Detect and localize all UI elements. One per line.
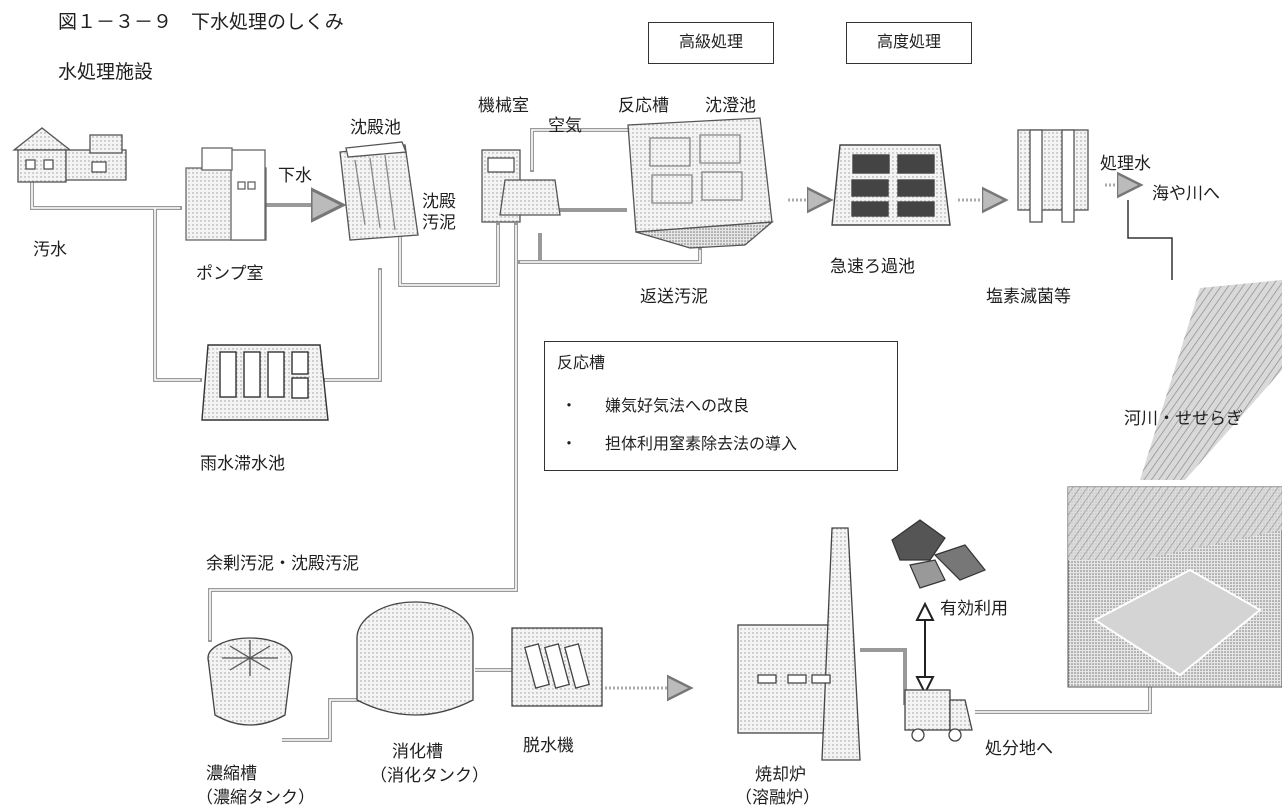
label-digester-sub: （消化タンク） bbox=[370, 766, 489, 786]
flow-house-pump bbox=[30, 178, 182, 210]
label-digester: 消化槽 bbox=[392, 742, 443, 762]
label-pump-room: ポンプ室 bbox=[196, 264, 264, 284]
flow-to-river bbox=[1127, 200, 1173, 280]
machine-room-illustration bbox=[481, 149, 561, 223]
settling-pond-illustration bbox=[339, 141, 419, 241]
label-river: 河川・せせらぎ bbox=[1124, 409, 1243, 429]
truck-illustration bbox=[904, 689, 973, 742]
label-wastewater: 汚水 bbox=[33, 240, 67, 260]
dewatering-illustration bbox=[511, 627, 603, 707]
label-incinerator: 焼却炉 bbox=[755, 765, 806, 785]
label-sewage: 下水 bbox=[278, 166, 312, 186]
pump-room-illustration bbox=[185, 147, 267, 241]
reaction-tank-illustration bbox=[627, 117, 774, 249]
label-treated-water: 処理水 bbox=[1100, 154, 1151, 174]
digester-illustration bbox=[356, 601, 474, 716]
slag-illustration bbox=[891, 519, 986, 589]
rapid-filter-illustration bbox=[831, 144, 951, 226]
figure-title: 図１－３－９ 下水処理のしくみ bbox=[58, 11, 344, 33]
reaction-tank-info-box: 反応槽 ・ 嫌気好気法への改良 ・ 担体利用窒素除去法の導入 bbox=[544, 341, 898, 471]
river-illustration bbox=[1140, 280, 1282, 480]
chlorination-illustration bbox=[1017, 129, 1089, 223]
info-box-item-1: 嫌気好気法への改良 bbox=[605, 396, 750, 415]
info-box-item-2: 担体利用窒素除去法の導入 bbox=[605, 434, 798, 453]
label-reaction-tank: 反応槽 bbox=[618, 96, 669, 116]
label-settling-pond: 沈殿池 bbox=[350, 118, 401, 138]
label-rapid-filter: 急速ろ過池 bbox=[830, 257, 915, 277]
label-machine-room: 機械室 bbox=[478, 96, 529, 116]
label-to-disposal: 処分地へ bbox=[985, 739, 1053, 759]
label-thickener-sub: （濃縮タンク） bbox=[196, 788, 315, 808]
label-chlorination: 塩素滅菌等 bbox=[986, 287, 1071, 307]
rain-pond-illustration bbox=[201, 344, 329, 421]
incinerator-illustration bbox=[737, 527, 861, 761]
stage-label-advanced: 高級処理 bbox=[648, 22, 774, 64]
flow-excess-sludge bbox=[208, 223, 518, 642]
info-box-title: 反応槽 bbox=[557, 353, 606, 372]
stage-label-tertiary: 高度処理 bbox=[846, 22, 972, 64]
label-effective-use: 有効利用 bbox=[940, 599, 1008, 619]
label-settled-sludge: 沈殿 汚泥 bbox=[422, 192, 456, 234]
flow-rain-to-settling bbox=[323, 268, 382, 382]
label-rain-pond: 雨水滞水池 bbox=[200, 454, 285, 474]
label-to-sea-river: 海や川へ bbox=[1152, 184, 1220, 204]
houses-illustration bbox=[12, 127, 127, 183]
section-title: 水処理施設 bbox=[58, 61, 154, 83]
label-excess-sludge: 余剰汚泥・沈殿汚泥 bbox=[206, 554, 359, 574]
thickener-illustration bbox=[207, 637, 293, 726]
label-thickener: 濃縮槽 bbox=[206, 764, 257, 784]
label-air: 空気 bbox=[548, 116, 582, 136]
label-return-sludge: 返送汚泥 bbox=[640, 287, 708, 307]
info-box-bullet-2: ・ bbox=[561, 434, 578, 453]
info-box-bullet-1: ・ bbox=[561, 396, 578, 415]
flow-return-sludge bbox=[518, 248, 702, 264]
label-incinerator-sub: （溶融炉） bbox=[735, 788, 820, 808]
label-dewatering: 脱水機 bbox=[523, 736, 574, 756]
label-clarifier: 沈澄池 bbox=[705, 96, 756, 116]
